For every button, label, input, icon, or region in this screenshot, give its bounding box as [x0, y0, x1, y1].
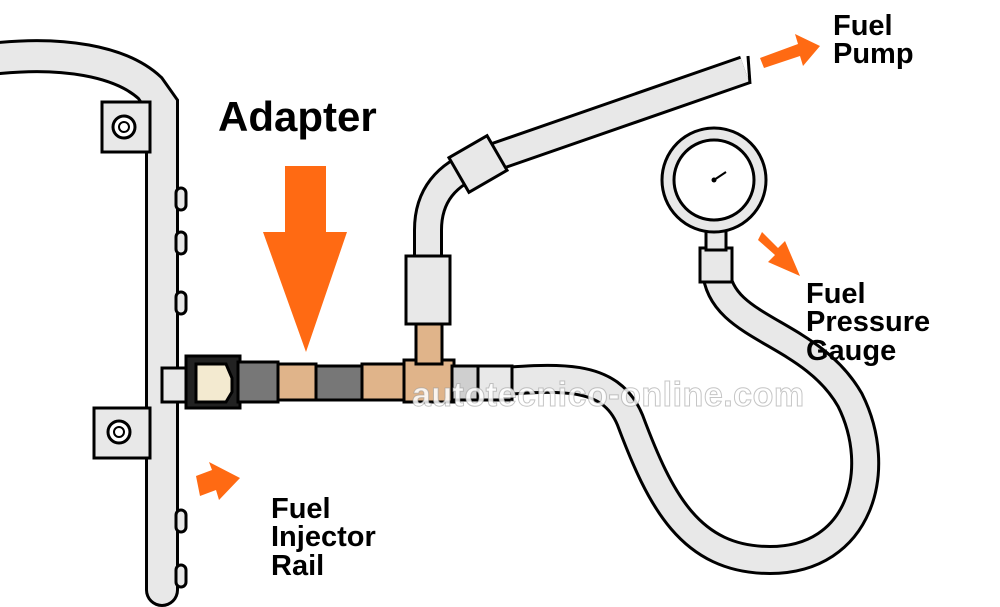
fuel-pressure-gauge — [660, 126, 768, 284]
fuel-pump-label-line-2: Pump — [833, 38, 914, 71]
gauge-dial-icon — [711, 171, 727, 183]
gauge-label-line-3: Gauge — [806, 334, 897, 367]
fuel-injector-rail-label: Fuel Injector Rail — [271, 493, 376, 582]
adapter-arrow-icon — [263, 166, 347, 352]
fuel-injector-rail — [0, 39, 192, 607]
fuel-pump-hose — [404, 55, 752, 326]
fuel-pump-label-line-1: Fuel — [833, 10, 893, 42]
rail-label-line-2: Injector — [271, 521, 376, 554]
watermark: autotecnico-online.com — [412, 376, 805, 415]
rail-bracket-bottom — [92, 406, 152, 460]
gauge-hose — [476, 267, 881, 576]
adapter-label: Adapter — [218, 93, 377, 140]
adapter-assembly — [184, 316, 482, 410]
fuel-pump-label: Fuel Pump — [833, 10, 914, 71]
orange-arrow-icon — [196, 34, 820, 500]
rail-bracket-top — [100, 100, 152, 154]
gauge-label-line-2: Pressure — [806, 306, 931, 339]
rail-label-line-1: Fuel — [271, 493, 331, 525]
rail-arrow-icon — [196, 462, 240, 500]
gauge-label-line-1: Fuel — [806, 278, 866, 310]
rail-label-line-3: Rail — [271, 549, 325, 582]
gauge-arrow-icon — [758, 232, 800, 276]
fuel-pump-arrow-icon — [760, 34, 820, 68]
fuel-pressure-gauge-label: Fuel Pressure Gauge — [806, 278, 931, 367]
